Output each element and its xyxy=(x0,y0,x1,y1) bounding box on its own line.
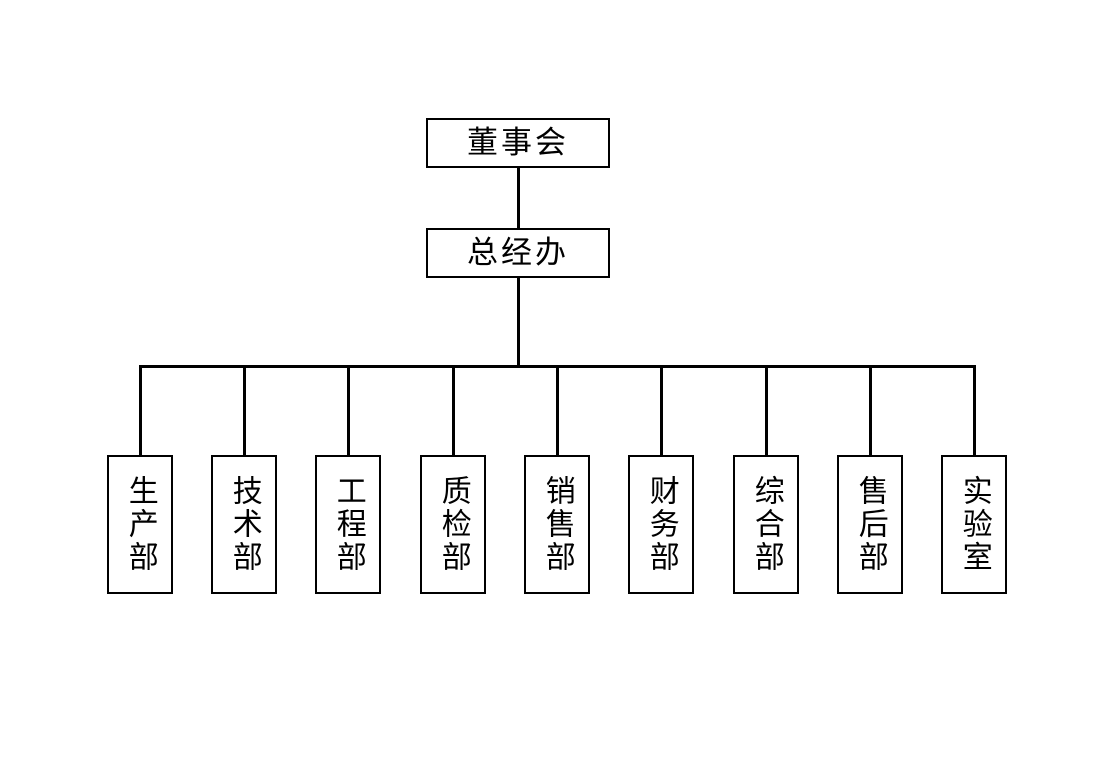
node-dept-general-affairs[interactable]: 综合部 xyxy=(733,455,799,594)
connector-drop-dept-4 xyxy=(452,365,455,455)
node-dept-engineering-label: 工程部 xyxy=(330,475,366,574)
connector-board-to-gm-office xyxy=(517,168,520,228)
node-board-of-directors[interactable]: 董事会 xyxy=(426,118,610,168)
node-dept-laboratory-label: 实验室 xyxy=(956,475,992,574)
node-dept-general-affairs-label: 综合部 xyxy=(748,475,784,574)
node-dept-finance[interactable]: 财务部 xyxy=(628,455,694,594)
node-gm-office-label: 总经办 xyxy=(467,234,569,271)
node-dept-production[interactable]: 生产部 xyxy=(107,455,173,594)
connector-drop-dept-3 xyxy=(347,365,350,455)
node-dept-sales-label: 销售部 xyxy=(539,475,575,574)
connector-drop-dept-5 xyxy=(556,365,559,455)
connector-drop-dept-9 xyxy=(973,365,976,455)
node-dept-technology[interactable]: 技术部 xyxy=(211,455,277,594)
node-dept-finance-label: 财务部 xyxy=(643,475,679,574)
connector-drop-dept-7 xyxy=(765,365,768,455)
connector-drop-dept-1 xyxy=(139,365,142,455)
node-dept-after-sales-label: 售后部 xyxy=(852,475,888,574)
node-board-of-directors-label: 董事会 xyxy=(467,124,569,161)
connector-drop-dept-8 xyxy=(869,365,872,455)
connector-drop-dept-6 xyxy=(660,365,663,455)
node-dept-quality-inspection[interactable]: 质检部 xyxy=(420,455,486,594)
node-dept-laboratory[interactable]: 实验室 xyxy=(941,455,1007,594)
node-dept-quality-inspection-label: 质检部 xyxy=(435,475,471,574)
node-dept-production-label: 生产部 xyxy=(122,475,158,574)
connector-gm-office-to-bus xyxy=(517,278,520,368)
node-dept-sales[interactable]: 销售部 xyxy=(524,455,590,594)
node-dept-after-sales[interactable]: 售后部 xyxy=(837,455,903,594)
node-gm-office[interactable]: 总经办 xyxy=(426,228,610,278)
node-dept-technology-label: 技术部 xyxy=(226,475,262,574)
connector-drop-dept-2 xyxy=(243,365,246,455)
node-dept-engineering[interactable]: 工程部 xyxy=(315,455,381,594)
